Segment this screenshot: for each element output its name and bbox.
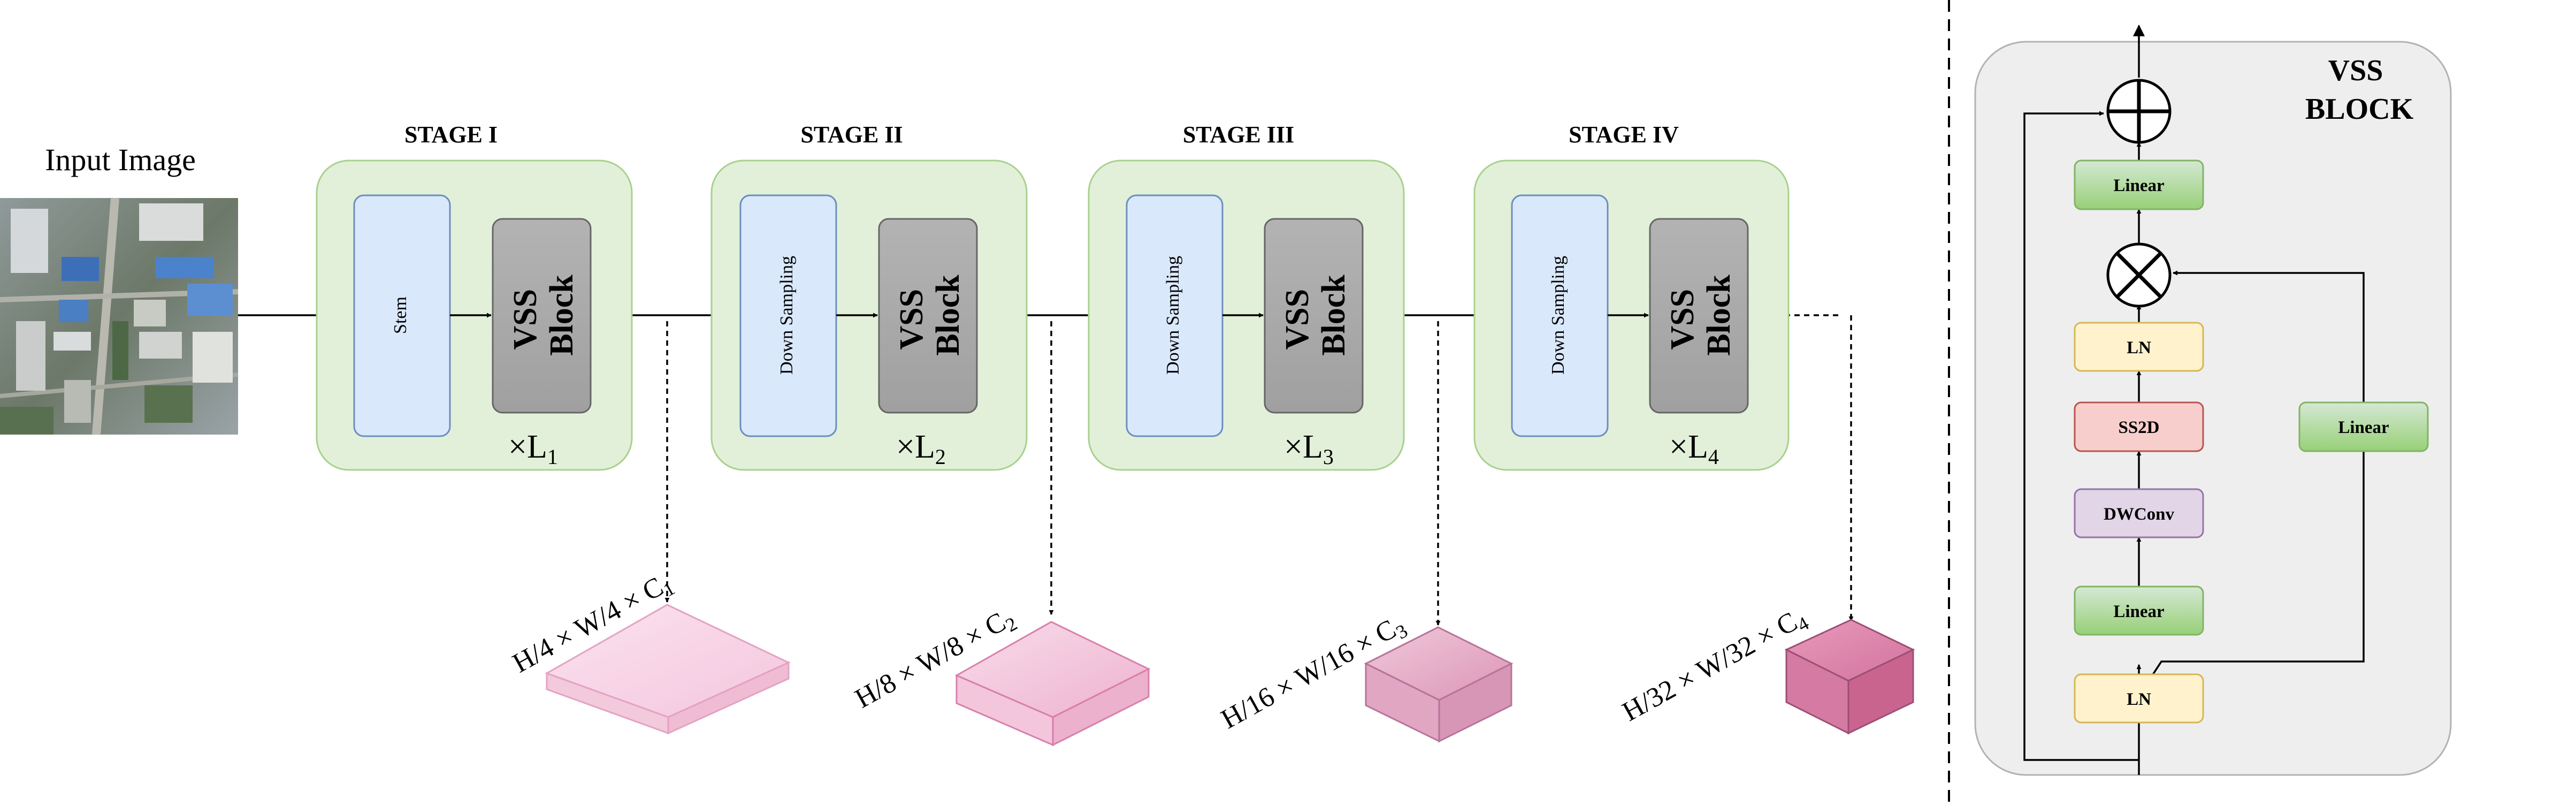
vss-ln-lower-label: LN (2127, 690, 2151, 709)
stage-1: STAGE I Stem VSS Block ×L1 (316, 121, 633, 471)
output-tensor-4: H/32 × W/32 × C4 (1617, 602, 1915, 735)
downsampling-label-4: Down Sampling (1548, 256, 1568, 375)
vss-block-4-label: VSS Block (1664, 275, 1737, 356)
add-operator-icon (2106, 79, 2172, 144)
stage-1-repeat: ×L1 (508, 429, 558, 469)
downsampling-label-2: Down Sampling (777, 256, 797, 375)
stage-2-repeat: ×L2 (896, 429, 946, 469)
stage-2: STAGE II Down Sampling VSS Block ×L2 (710, 121, 1028, 471)
vss-gating-branch (2138, 270, 2365, 696)
vss-ln-upper-label: LN (2127, 338, 2151, 358)
input-image-title: Input Image (45, 142, 196, 177)
stage-4-title: STAGE IV (1569, 121, 1679, 148)
vss-block-2-label: VSS Block (893, 275, 966, 356)
vss-ln-upper (2074, 322, 2204, 372)
vss-block-2 (878, 218, 978, 414)
vss-block-detail: VSS BLOCK Linear (1974, 24, 2452, 776)
vss-linear-lower (2074, 586, 2204, 636)
downsampling-label-3: Down Sampling (1163, 256, 1183, 375)
output-tensor-1: H/4 × W/4 × C1 (508, 571, 791, 735)
vss-block-1 (492, 218, 592, 414)
output-4-shape-label: H/32 × W/32 × C4 (1617, 602, 1813, 730)
vss-linear-branch-label: Linear (2338, 418, 2389, 437)
stage-3-title: STAGE III (1183, 121, 1294, 148)
vss-linear-lower-label: Linear (2113, 602, 2164, 621)
vss-dwconv (2074, 488, 2204, 538)
stage-3-repeat: ×L3 (1284, 429, 1334, 469)
vss-ss2d (2074, 401, 2204, 452)
stage-2-title: STAGE II (800, 121, 903, 148)
vss-residual-skip (2023, 111, 2139, 761)
vss-linear-branch (2298, 401, 2429, 452)
output-tensor-3: H/16 × W/16 × C3 (1216, 614, 1514, 743)
vss-block-3-label: VSS Block (1279, 275, 1352, 356)
vss-linear-top-label: Linear (2113, 176, 2164, 195)
input-satellite-image (0, 197, 239, 435)
vss-block-3 (1264, 218, 1364, 414)
vss-panel-title: VSS BLOCK (2305, 54, 2414, 126)
multiply-operator-icon (2106, 242, 2172, 308)
vss-linear-top (2074, 159, 2204, 210)
stage-3: STAGE III Down Sampling VSS Block ×L3 (1088, 121, 1405, 471)
vss-ss2d-label: SS2D (2118, 418, 2159, 437)
stem-label: Stem (391, 296, 410, 334)
stage-4: STAGE IV Down Sampling VSS Block ×L4 (1473, 121, 1790, 471)
vss-block-4 (1649, 218, 1749, 414)
stage-1-title: STAGE I (404, 121, 498, 148)
stage-4-repeat: ×L4 (1669, 429, 1719, 469)
vss-dwconv-label: DWConv (2104, 505, 2175, 524)
vss-ln-lower (2074, 673, 2204, 724)
output-tensor-2: H/8 × W/8 × C2 (850, 606, 1151, 747)
vss-block-1-label: VSS Block (507, 275, 580, 356)
